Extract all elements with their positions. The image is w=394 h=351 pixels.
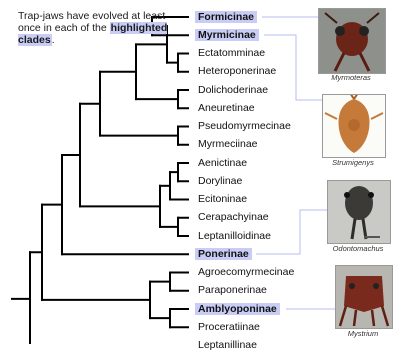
mystrium-photo	[335, 265, 393, 329]
strumigenys-photo	[322, 94, 386, 158]
taxon-ecitoninae: Ecitoninae	[198, 193, 247, 205]
taxon-aenictinae: Aenictinae	[198, 157, 247, 169]
figure-note: Trap-jaws have evolved at least once in …	[18, 10, 168, 46]
ant-head-icon	[328, 181, 390, 243]
myrmoteras-photo	[318, 8, 386, 74]
taxon-myrmicinae: Myrmicinae	[195, 29, 259, 41]
taxon-cerapachyinae: Cerapachyinae	[198, 211, 269, 223]
ant-head-icon	[319, 9, 385, 73]
odontomachus-caption: Odontomachus	[327, 244, 389, 253]
odontomachus-photo	[327, 180, 391, 244]
taxon-formicinae: Formicinae	[195, 11, 257, 23]
myrmoteras-caption: Myrmoteras	[318, 73, 384, 82]
taxon-ponerinae: Ponerinae	[195, 248, 252, 260]
note-end: .	[52, 34, 55, 46]
taxon-leptanilloidinae: Leptanilloidinae	[198, 230, 271, 242]
taxon-paraponerinae: Paraponerinae	[198, 284, 267, 296]
taxon-heteroponerinae: Heteroponerinae	[198, 65, 276, 77]
mystrium-caption: Mystrium	[335, 329, 391, 338]
ant-head-icon	[323, 95, 385, 157]
taxon-proceratiinae: Proceratiinae	[198, 321, 260, 333]
taxon-aneuretinae: Aneuretinae	[198, 102, 255, 114]
taxon-leptanillinae: Leptanillinae	[198, 339, 257, 351]
taxon-dolichoderinae: Dolichoderinae	[198, 84, 268, 96]
taxon-agroecomyrmecinae: Agroecomyrmecinae	[198, 266, 294, 278]
taxon-myrmeciinae: Myrmeciinae	[198, 138, 258, 150]
ant-head-icon	[336, 266, 392, 328]
taxon-amblyoponinae: Amblyoponinae	[195, 303, 280, 315]
taxon-dorylinae: Dorylinae	[198, 175, 242, 187]
taxon-ectatomminae: Ectatomminae	[198, 47, 265, 59]
taxon-pseudomyrmecinae: Pseudomyrmecinae	[198, 120, 291, 132]
strumigenys-caption: Strumigenys	[322, 158, 384, 167]
